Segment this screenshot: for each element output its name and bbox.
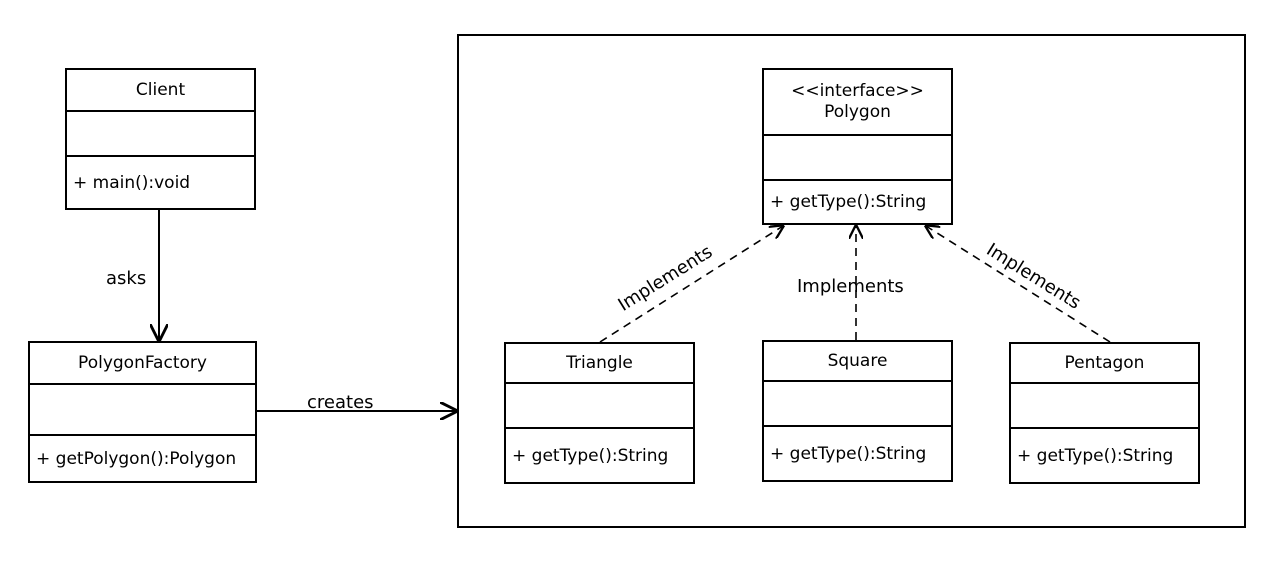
client-attributes	[67, 112, 254, 157]
asks-label: asks	[106, 268, 147, 289]
pentagon-name-text: Pentagon	[1064, 352, 1145, 373]
square-class: Square + getType():String	[762, 340, 953, 482]
creates-label: creates	[307, 392, 374, 413]
polygon-interface-class: <<interface>> Polygon + getType():String	[762, 68, 953, 225]
polygon-class-name: <<interface>> Polygon	[764, 70, 951, 136]
polygon-factory-class: PolygonFactory + getPolygon():Polygon	[28, 341, 257, 483]
triangle-operations: + getType():String	[506, 429, 693, 482]
client-operation: + main():void	[73, 172, 191, 193]
triangle-operation: + getType():String	[512, 445, 669, 466]
client-class: Client + main():void	[65, 68, 256, 210]
pentagon-operations: + getType():String	[1011, 429, 1198, 482]
polygon-factory-class-name: PolygonFactory	[30, 343, 255, 385]
square-class-name: Square	[764, 342, 951, 382]
triangle-class-name: Triangle	[506, 344, 693, 384]
pentagon-operation: + getType():String	[1017, 445, 1174, 466]
square-attributes	[764, 382, 951, 427]
polygon-package-frame	[457, 34, 1246, 528]
client-class-name: Client	[67, 70, 254, 112]
square-implements-label: Implements	[797, 276, 904, 297]
pentagon-attributes	[1011, 384, 1198, 429]
polygon-factory-operations: + getPolygon():Polygon	[30, 436, 255, 481]
triangle-attributes	[506, 384, 693, 429]
pentagon-class: Pentagon + getType():String	[1009, 342, 1200, 484]
polygon-factory-attributes	[30, 385, 255, 436]
polygon-operations: + getType():String	[764, 181, 951, 223]
polygon-factory-name-text: PolygonFactory	[78, 352, 207, 373]
polygon-stereotype: <<interface>>	[791, 81, 924, 101]
polygon-operation: + getType():String	[770, 192, 927, 212]
square-operations: + getType():String	[764, 427, 951, 480]
polygon-factory-operation: + getPolygon():Polygon	[36, 448, 237, 469]
square-name-text: Square	[827, 350, 888, 371]
client-name-text: Client	[135, 79, 186, 100]
triangle-class: Triangle + getType():String	[504, 342, 695, 484]
polygon-name-text: Polygon	[824, 102, 891, 122]
pentagon-class-name: Pentagon	[1011, 344, 1198, 384]
triangle-name-text: Triangle	[566, 352, 633, 373]
polygon-attributes	[764, 136, 951, 181]
square-operation: + getType():String	[770, 443, 927, 464]
client-operations: + main():void	[67, 157, 254, 208]
